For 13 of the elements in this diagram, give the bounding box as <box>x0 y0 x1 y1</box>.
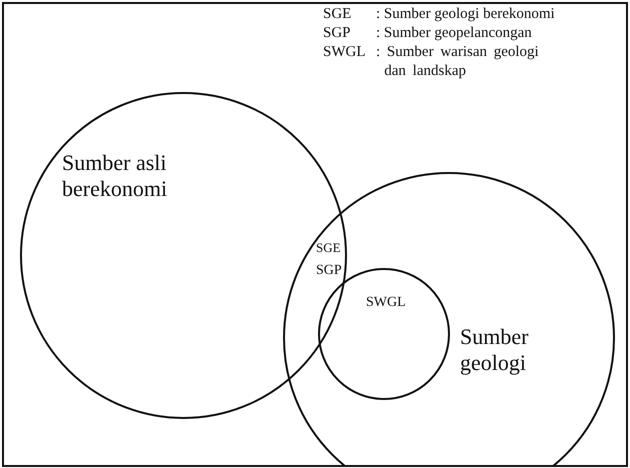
legend-abbreviation: SGP <box>323 24 351 43</box>
circle-label: SWGL <box>366 295 407 312</box>
circle-label: Sumber geologi <box>460 324 530 377</box>
venn-circle <box>283 172 615 465</box>
circle-label: Sumber asli berekonomi <box>62 150 168 203</box>
region-label: SGE <box>316 240 341 256</box>
venn-circle <box>20 92 347 419</box>
legend-abbreviation: SWGL <box>323 43 366 62</box>
legend-text: : Sumber warisan geologi dan landskap <box>376 43 540 80</box>
legend-text: : Sumber geopelancongan <box>376 24 532 43</box>
region-label: SGP <box>316 262 342 280</box>
legend-text: : Sumber geologi berekonomi <box>376 5 555 24</box>
legend-abbreviation: SGE <box>323 5 352 24</box>
